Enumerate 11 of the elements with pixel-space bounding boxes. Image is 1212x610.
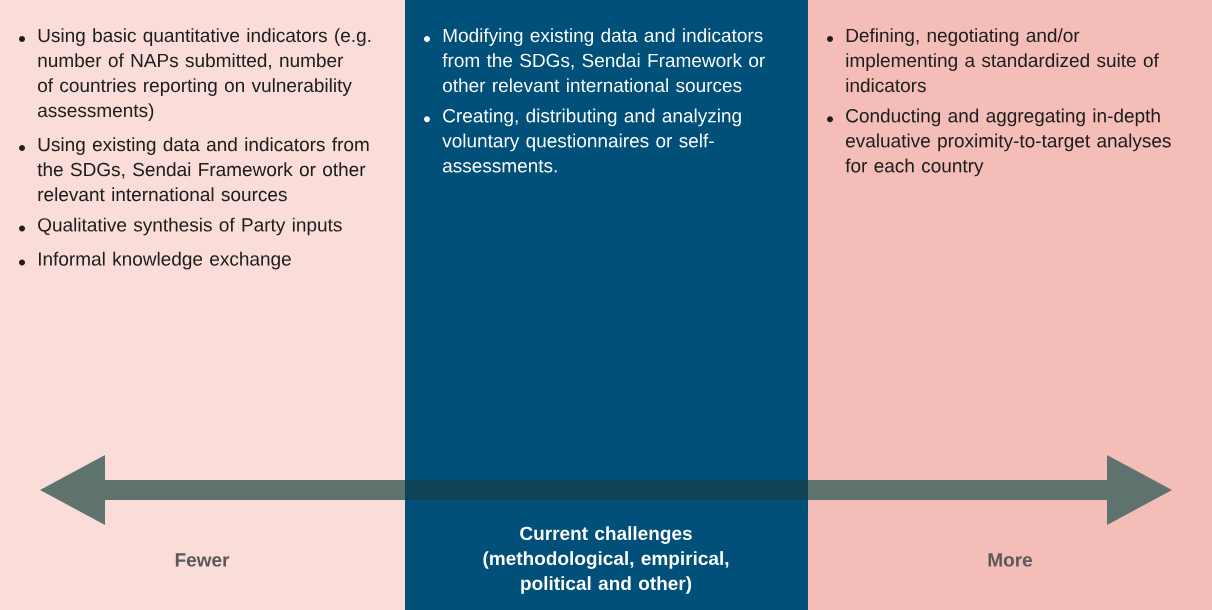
scale-label: Fewer [175, 553, 230, 567]
scale-label: More [988, 553, 1033, 567]
bullet-text: Conducting and aggregating in-depth evaluative proximity-to-target analyses for each country [845, 108, 1171, 177]
bullet-text: Using existing data and indicators from the SDGs, Sendai Framework or other relevant international sources [37, 137, 369, 202]
bullet-text: Informal knowledge exchange [38, 251, 291, 270]
bullet-text: Qualitative synthesis of Party inputs [38, 217, 342, 236]
scale-label: Current challenges (methodological, empirical, political and other) [483, 526, 729, 594]
bullet-text: Modifying existing data and indicators from the SDGs, Sendai Framework or other relevant international sources [442, 28, 765, 93]
bullet-text: Defining, negotiating and/or implementing a standardized suite of indicators [846, 28, 1159, 93]
bullet-text: Creating, distributing and analyzing voluntary questionnaires or self-assessments. [442, 108, 741, 173]
bullet-text: Using basic quantitative indicators (e.g. number of NAPs submitted, number of countries reporting on vulnerability assessments) [38, 28, 371, 121]
